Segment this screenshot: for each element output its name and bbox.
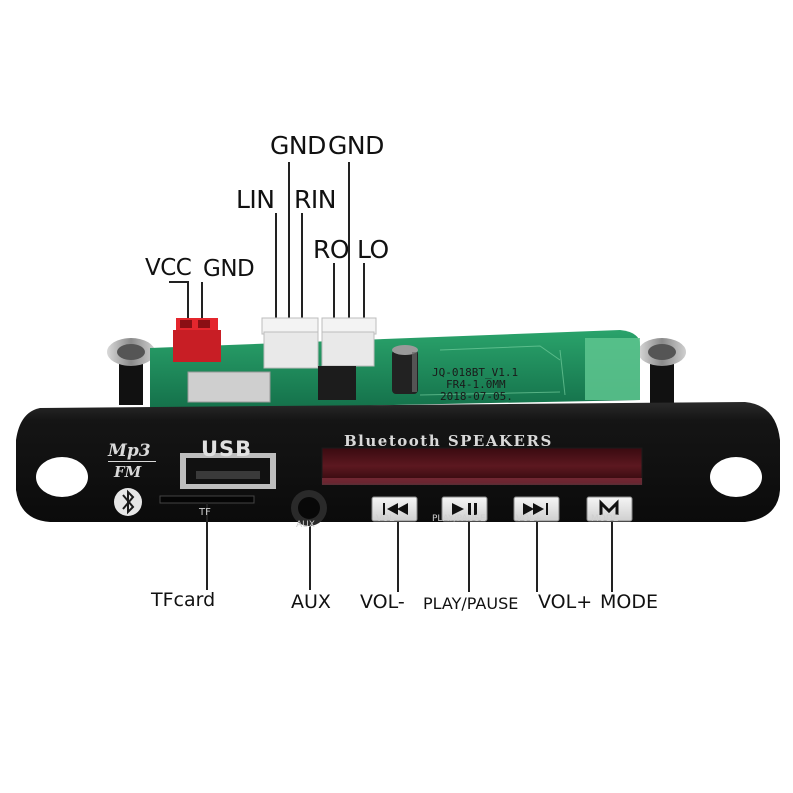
- pcb-silk-line1: JQ-018BT_V1.1: [432, 366, 519, 379]
- line-out-connector: [321, 317, 377, 367]
- panel-aux: AUX: [296, 520, 315, 530]
- btn-prev: [371, 496, 418, 522]
- panel-mp3-divider: [108, 461, 156, 462]
- leader-vcc: [169, 281, 189, 318]
- label-lin: LIN: [236, 185, 275, 214]
- left-mount-hole: [36, 457, 88, 497]
- panel-usb: USB: [201, 437, 253, 461]
- panel-title: Bluetooth SPEAKERS: [344, 432, 553, 450]
- usb-port: [180, 453, 276, 489]
- label-play-pause: PLAY/PAUSE: [423, 594, 519, 613]
- label-lo: LO: [357, 235, 389, 264]
- panel-vol-minus: VOL-: [376, 514, 398, 524]
- label-rin: RIN: [294, 185, 336, 214]
- next-icon: [523, 503, 548, 515]
- label-ro: RO: [313, 235, 350, 264]
- left-post: [107, 338, 155, 405]
- panel-mp3: Mp3: [108, 441, 151, 461]
- tf-slot: [159, 495, 255, 504]
- ic-chip: [318, 366, 356, 400]
- pcb-silk-line3: 2018-07-05.: [440, 390, 513, 403]
- label-mode: MODE: [600, 591, 658, 613]
- panel-fm: FM: [114, 463, 142, 481]
- btn-play-pause: [441, 496, 488, 522]
- prev-icon: [383, 503, 408, 515]
- label-vol-minus: VOL-: [360, 591, 405, 613]
- right-post: [638, 338, 686, 405]
- pcb-edge-pad: [585, 338, 640, 400]
- bottom-leader-lines: [206, 503, 613, 592]
- capacitor: [392, 345, 418, 394]
- panel-vol-plus: VOL+: [516, 514, 542, 524]
- pcb-traces: [419, 345, 566, 396]
- aux-jack: [291, 490, 327, 526]
- play-pause-icon: [452, 503, 477, 515]
- btn-mode: [586, 496, 633, 522]
- btn-next: [513, 496, 560, 522]
- power-connector: [173, 318, 221, 362]
- panel-mode: MODE: [591, 514, 619, 524]
- line-in-connector: [261, 317, 319, 369]
- label-vcc: VCC: [145, 255, 192, 281]
- bt-module: [187, 371, 271, 403]
- panel-play-pause: PLAY/PAUSE: [432, 514, 486, 524]
- label-gnd-power: GND: [203, 256, 255, 282]
- display: [321, 447, 643, 485]
- panel-tf: TF: [199, 507, 211, 518]
- label-gnd-2: GND: [328, 131, 384, 160]
- label-gnd-1: GND: [270, 131, 326, 160]
- top-leader-lines: [169, 162, 365, 322]
- label-vol-plus: VOL+: [538, 591, 593, 613]
- bluetooth-icon: [122, 489, 135, 515]
- right-mount-hole: [710, 457, 762, 497]
- pcb-silk-line2: FR4-1.0MM: [446, 378, 506, 391]
- mode-icon: [599, 499, 619, 515]
- label-tfcard: TFcard: [151, 589, 216, 611]
- label-aux: AUX: [291, 591, 331, 613]
